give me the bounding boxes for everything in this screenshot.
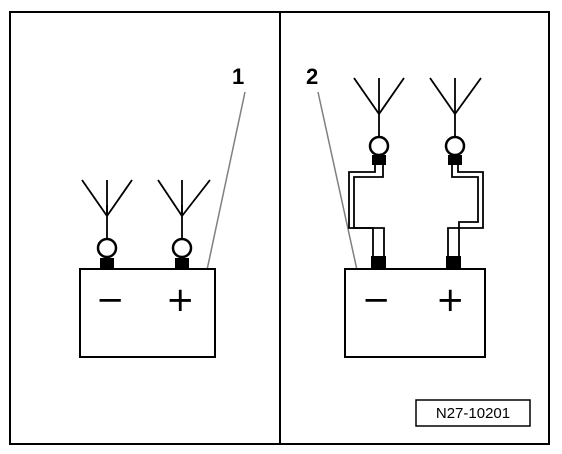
battery-plus-sign-left: + (166, 280, 195, 320)
cable-wire-positive-left (157, 179, 211, 239)
battery-minus-sign-left: − (96, 280, 125, 320)
cable-loop-negative-right (348, 163, 385, 256)
callout-number-2: 2 (306, 64, 318, 89)
battery-minus-sign-right: − (362, 280, 391, 320)
cable-wire-negative-right (353, 77, 405, 137)
terminal-post-negative-right (371, 256, 386, 269)
cable-wire-positive-right (429, 77, 482, 137)
reference-code-box (415, 399, 531, 427)
terminal-clamp-positive-right (444, 135, 466, 165)
right-panel: 2 − + (306, 64, 531, 427)
battery-body-right (344, 268, 486, 358)
terminal-clamp-positive-left (171, 237, 193, 269)
battery-plus-sign-right: + (436, 280, 465, 320)
terminal-clamp-negative-right (368, 135, 390, 165)
cable-wire-negative-left (81, 179, 133, 239)
battery-body-left (79, 268, 216, 358)
terminal-post-positive-right (446, 256, 461, 269)
cable-loop-positive-right (447, 163, 484, 256)
leader-line-2 (317, 91, 358, 271)
terminal-clamp-negative-left (96, 237, 118, 269)
callout-number-1: 1 (232, 64, 244, 89)
left-panel: 1 − + (79, 64, 246, 358)
leader-line-1 (206, 91, 246, 271)
reference-code-label: N27-10201 (436, 405, 510, 422)
